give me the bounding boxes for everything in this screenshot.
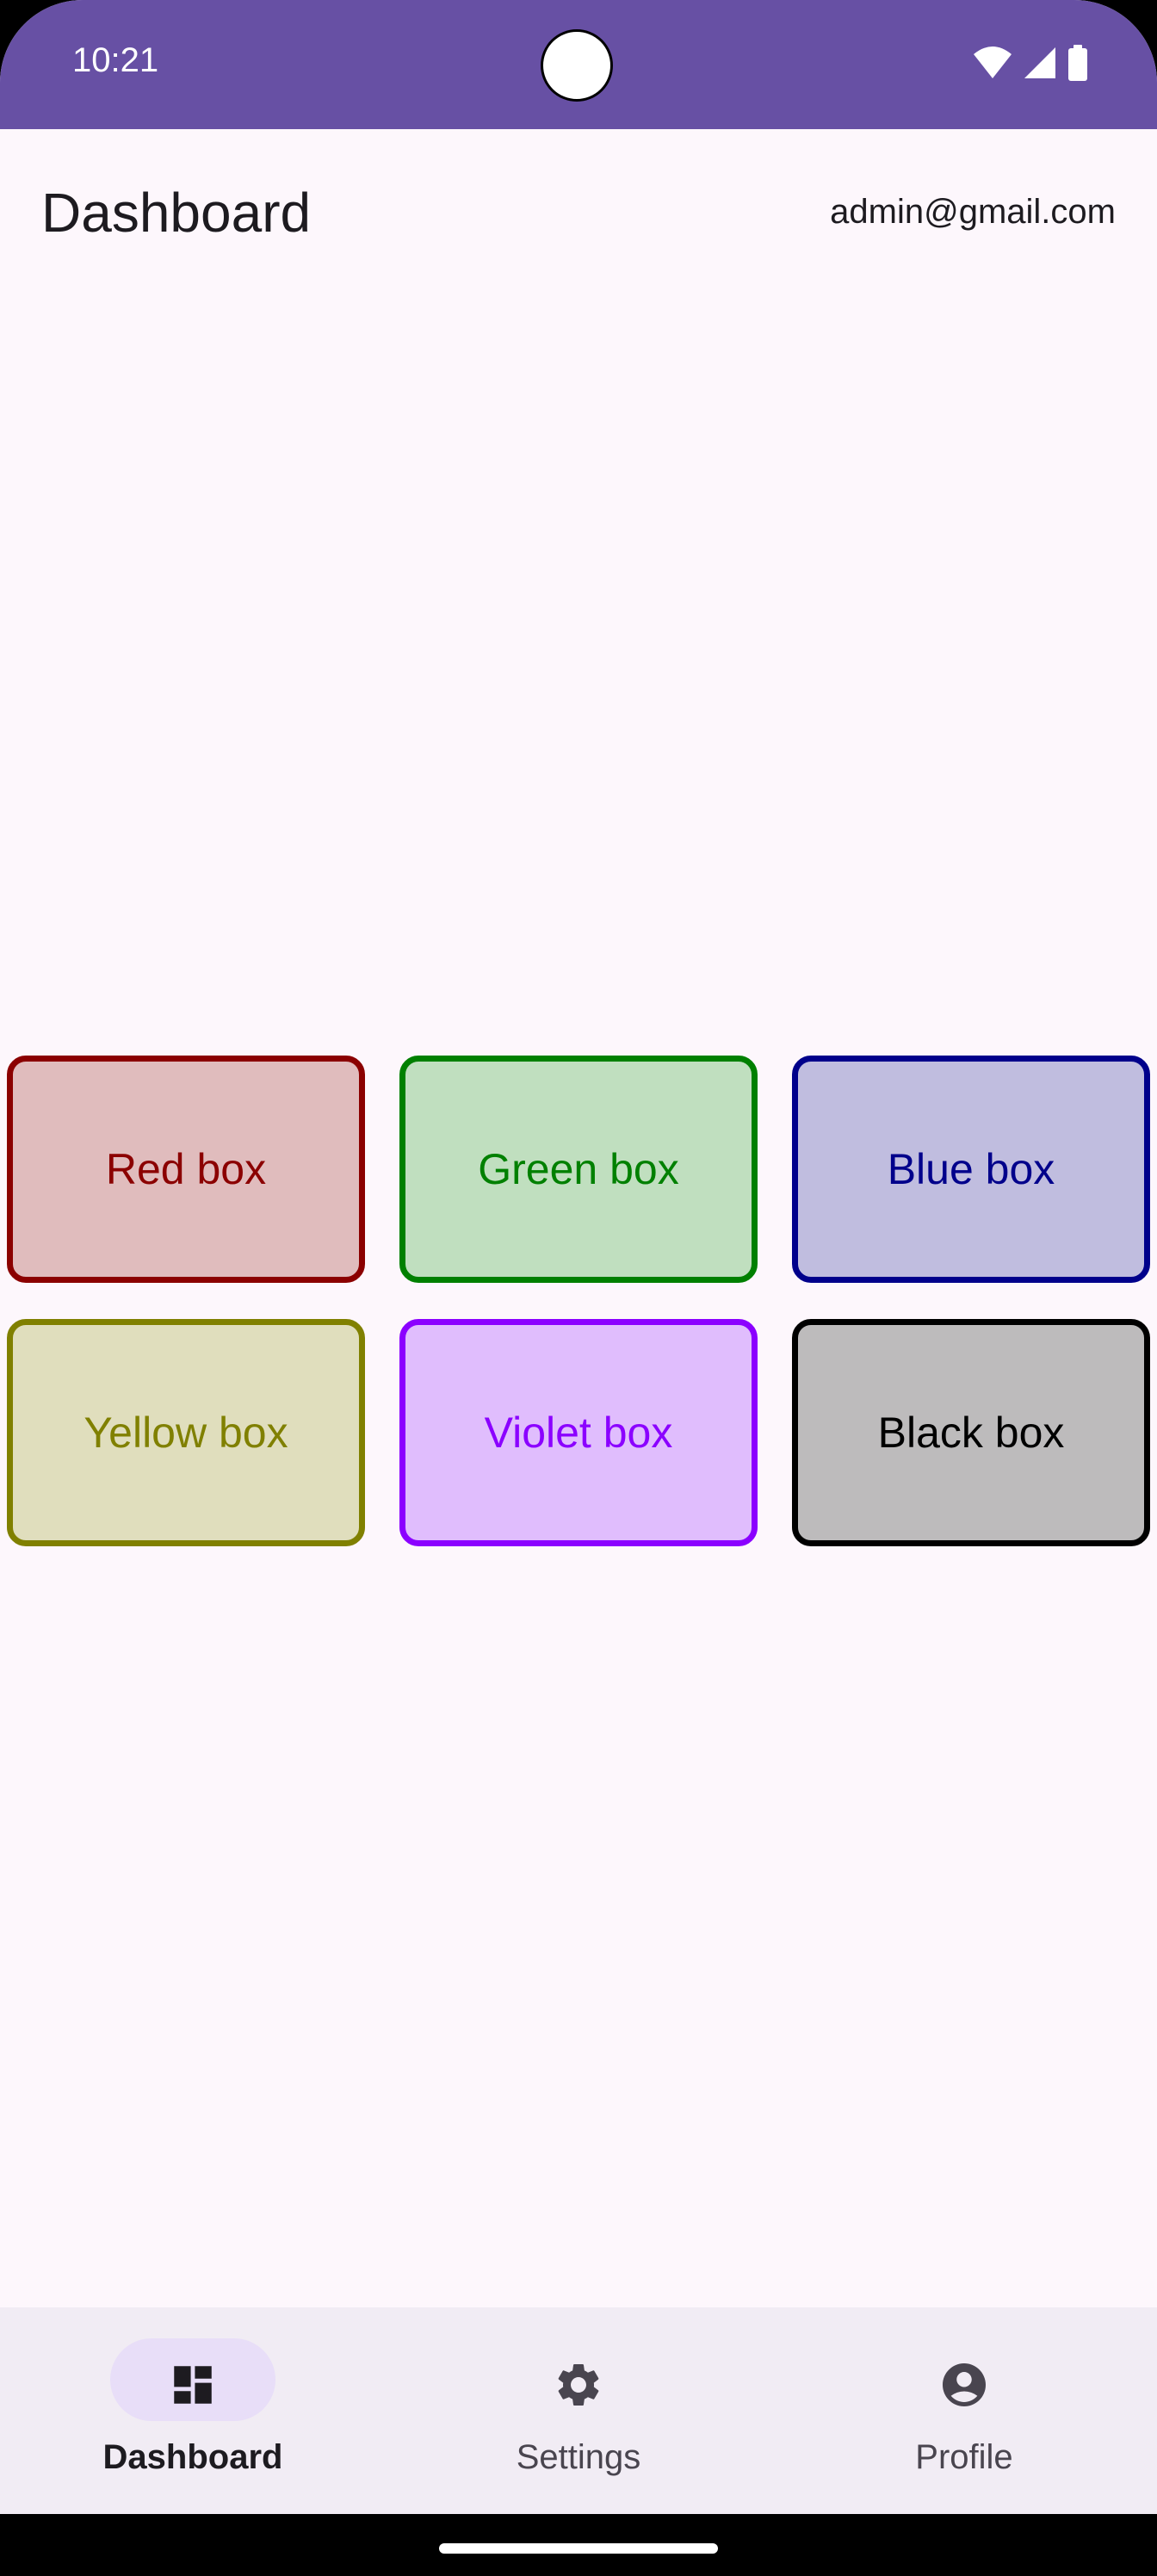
yellow-box[interactable]: Yellow box bbox=[7, 1319, 365, 1546]
nav-item-settings[interactable]: Settings bbox=[386, 2307, 771, 2514]
nav-item-dashboard[interactable]: Dashboard bbox=[0, 2307, 386, 2514]
status-icons bbox=[973, 45, 1088, 85]
dashboard-icon bbox=[167, 2359, 219, 2411]
account-circle-icon bbox=[938, 2359, 990, 2411]
battery-icon bbox=[1067, 45, 1088, 85]
gesture-navigation-bar bbox=[0, 2514, 1157, 2576]
top-app-bar: Dashboard admin@gmail.com bbox=[0, 129, 1157, 301]
bottom-navigation: Dashboard Settings Profile bbox=[0, 2307, 1157, 2514]
nav-item-profile[interactable]: Profile bbox=[771, 2307, 1157, 2514]
user-email: admin@gmail.com bbox=[830, 193, 1116, 231]
wifi-icon bbox=[973, 46, 1012, 84]
nav-label-profile: Profile bbox=[915, 2438, 1013, 2476]
page-title: Dashboard bbox=[41, 182, 312, 244]
status-bar: 10:21 bbox=[0, 0, 1157, 129]
home-gesture-handle[interactable] bbox=[439, 2543, 718, 2554]
blue-box[interactable]: Blue box bbox=[792, 1056, 1150, 1283]
black-box[interactable]: Black box bbox=[792, 1319, 1150, 1546]
active-indicator bbox=[110, 2338, 275, 2421]
green-box[interactable]: Green box bbox=[399, 1056, 758, 1283]
gear-icon bbox=[553, 2359, 604, 2411]
color-box-grid: Red box Green box Blue box Yellow box Vi… bbox=[7, 1056, 1150, 1546]
status-time: 10:21 bbox=[72, 41, 159, 79]
camera-cutout bbox=[541, 29, 613, 102]
red-box[interactable]: Red box bbox=[7, 1056, 365, 1283]
violet-box[interactable]: Violet box bbox=[399, 1319, 758, 1546]
cellular-signal-icon bbox=[1023, 46, 1057, 84]
nav-label-dashboard: Dashboard bbox=[102, 2438, 283, 2476]
nav-label-settings: Settings bbox=[516, 2438, 641, 2476]
